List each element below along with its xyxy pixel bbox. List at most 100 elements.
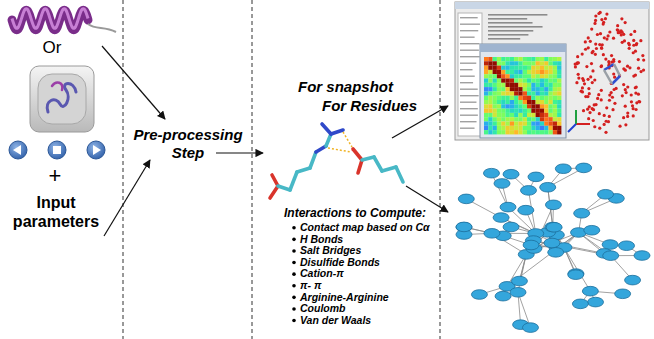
list-heading: Interactions to Compute: xyxy=(284,206,426,220)
heatmap-cell xyxy=(549,83,553,87)
atom-dot xyxy=(576,55,579,58)
interaction-item: Van der Waals xyxy=(300,315,371,327)
atom-dot xyxy=(584,40,587,43)
heatmap-cell xyxy=(549,126,553,130)
side-panel xyxy=(458,13,482,136)
helix-tail xyxy=(88,24,116,32)
heatmap-cell xyxy=(497,126,501,130)
heatmap-cell xyxy=(553,100,557,104)
atom-dot xyxy=(635,43,638,46)
heatmap-cell xyxy=(553,122,557,126)
atom-dot xyxy=(603,123,606,126)
bond-stick xyxy=(374,157,382,171)
heatmap-cell xyxy=(531,130,535,134)
heatmap-window xyxy=(480,44,566,138)
atom-dot xyxy=(641,54,644,57)
column-divider xyxy=(252,0,253,339)
player-frame xyxy=(30,66,94,132)
atom-dot xyxy=(589,75,592,78)
option-line xyxy=(488,18,527,20)
heatmap-cell xyxy=(553,113,557,117)
heatmap-cell xyxy=(549,96,553,100)
network-node xyxy=(456,222,472,232)
heatmap-cell xyxy=(493,79,497,83)
atom-dot xyxy=(612,37,615,40)
heatmap-cell xyxy=(523,70,527,74)
heatmap-cell xyxy=(527,91,531,95)
network-node xyxy=(634,251,650,261)
flow-arrow xyxy=(104,160,150,236)
atom-dot xyxy=(630,93,633,96)
heatmap-cell xyxy=(523,117,527,121)
heatmap-cell xyxy=(506,74,510,78)
input-label: Input parameters xyxy=(4,193,108,231)
atom-dot xyxy=(637,100,640,103)
heatmap-cell xyxy=(540,74,544,78)
heatmap-cell xyxy=(514,100,518,104)
heatmap-cell xyxy=(523,130,527,134)
heatmap-cell xyxy=(527,70,531,74)
atom-dot xyxy=(608,93,611,96)
heatmap-cell xyxy=(544,91,548,95)
heatmap-cell xyxy=(518,61,522,65)
bond-stick xyxy=(353,149,362,160)
atom-dot xyxy=(613,102,616,105)
atom-dot xyxy=(618,60,621,63)
atom-dot xyxy=(610,54,613,57)
heatmap-cell xyxy=(536,104,540,108)
heatmap-cell xyxy=(557,130,561,134)
list-bullet xyxy=(292,319,296,323)
app-window xyxy=(455,2,649,140)
panel-line xyxy=(460,63,476,64)
heatmap-cell xyxy=(553,57,557,61)
heatmap-cell xyxy=(540,113,544,117)
heatmap-cell xyxy=(557,96,561,100)
atom-dot xyxy=(627,42,630,45)
atom-dot xyxy=(623,39,626,42)
heatmap-cell xyxy=(536,79,540,83)
option-line xyxy=(488,30,533,32)
network-node xyxy=(619,241,635,251)
heatmap-cell xyxy=(501,96,505,100)
heatmap-cell xyxy=(557,104,561,108)
heatmap-cell xyxy=(493,87,497,91)
heatmap-cell xyxy=(523,109,527,113)
list-bullets xyxy=(292,226,296,322)
heatmap-cell xyxy=(497,74,501,78)
atom-dot xyxy=(637,67,640,70)
heatmap-cell xyxy=(557,61,561,65)
atom-dot xyxy=(585,65,588,68)
heatmap-cell xyxy=(553,126,557,130)
heatmap-cell xyxy=(553,87,557,91)
heatmap-cell xyxy=(518,122,522,126)
heatmap-cell xyxy=(540,109,544,113)
atom-dot xyxy=(611,96,614,99)
heatmap-cell xyxy=(549,79,553,83)
panel-line xyxy=(460,128,475,129)
panel-line xyxy=(460,89,478,90)
residue-sticks xyxy=(270,124,403,198)
heatmap-cell xyxy=(501,57,505,61)
heatmap-cell xyxy=(557,74,561,78)
atom-dot xyxy=(635,85,638,88)
atom-dot xyxy=(613,76,616,79)
heatmap-cell xyxy=(484,74,488,78)
heatmap-cell xyxy=(493,104,497,108)
atom-dot xyxy=(626,65,629,68)
panel-line xyxy=(460,56,480,57)
network-link xyxy=(518,254,526,292)
heatmap-cell xyxy=(488,96,492,100)
heatmap-cell xyxy=(493,70,497,74)
heatmap-cell xyxy=(518,83,522,87)
atom-dot xyxy=(634,73,637,76)
heatmap-cell xyxy=(510,74,514,78)
heatmap-cell xyxy=(557,87,561,91)
heatmap-cell xyxy=(501,61,505,65)
heatmap-cell xyxy=(544,87,548,91)
atom-dot xyxy=(574,65,577,68)
center-residue xyxy=(614,64,620,76)
heatmap-cell xyxy=(506,91,510,95)
atom-dot xyxy=(611,108,614,111)
atom-dot xyxy=(617,31,620,34)
